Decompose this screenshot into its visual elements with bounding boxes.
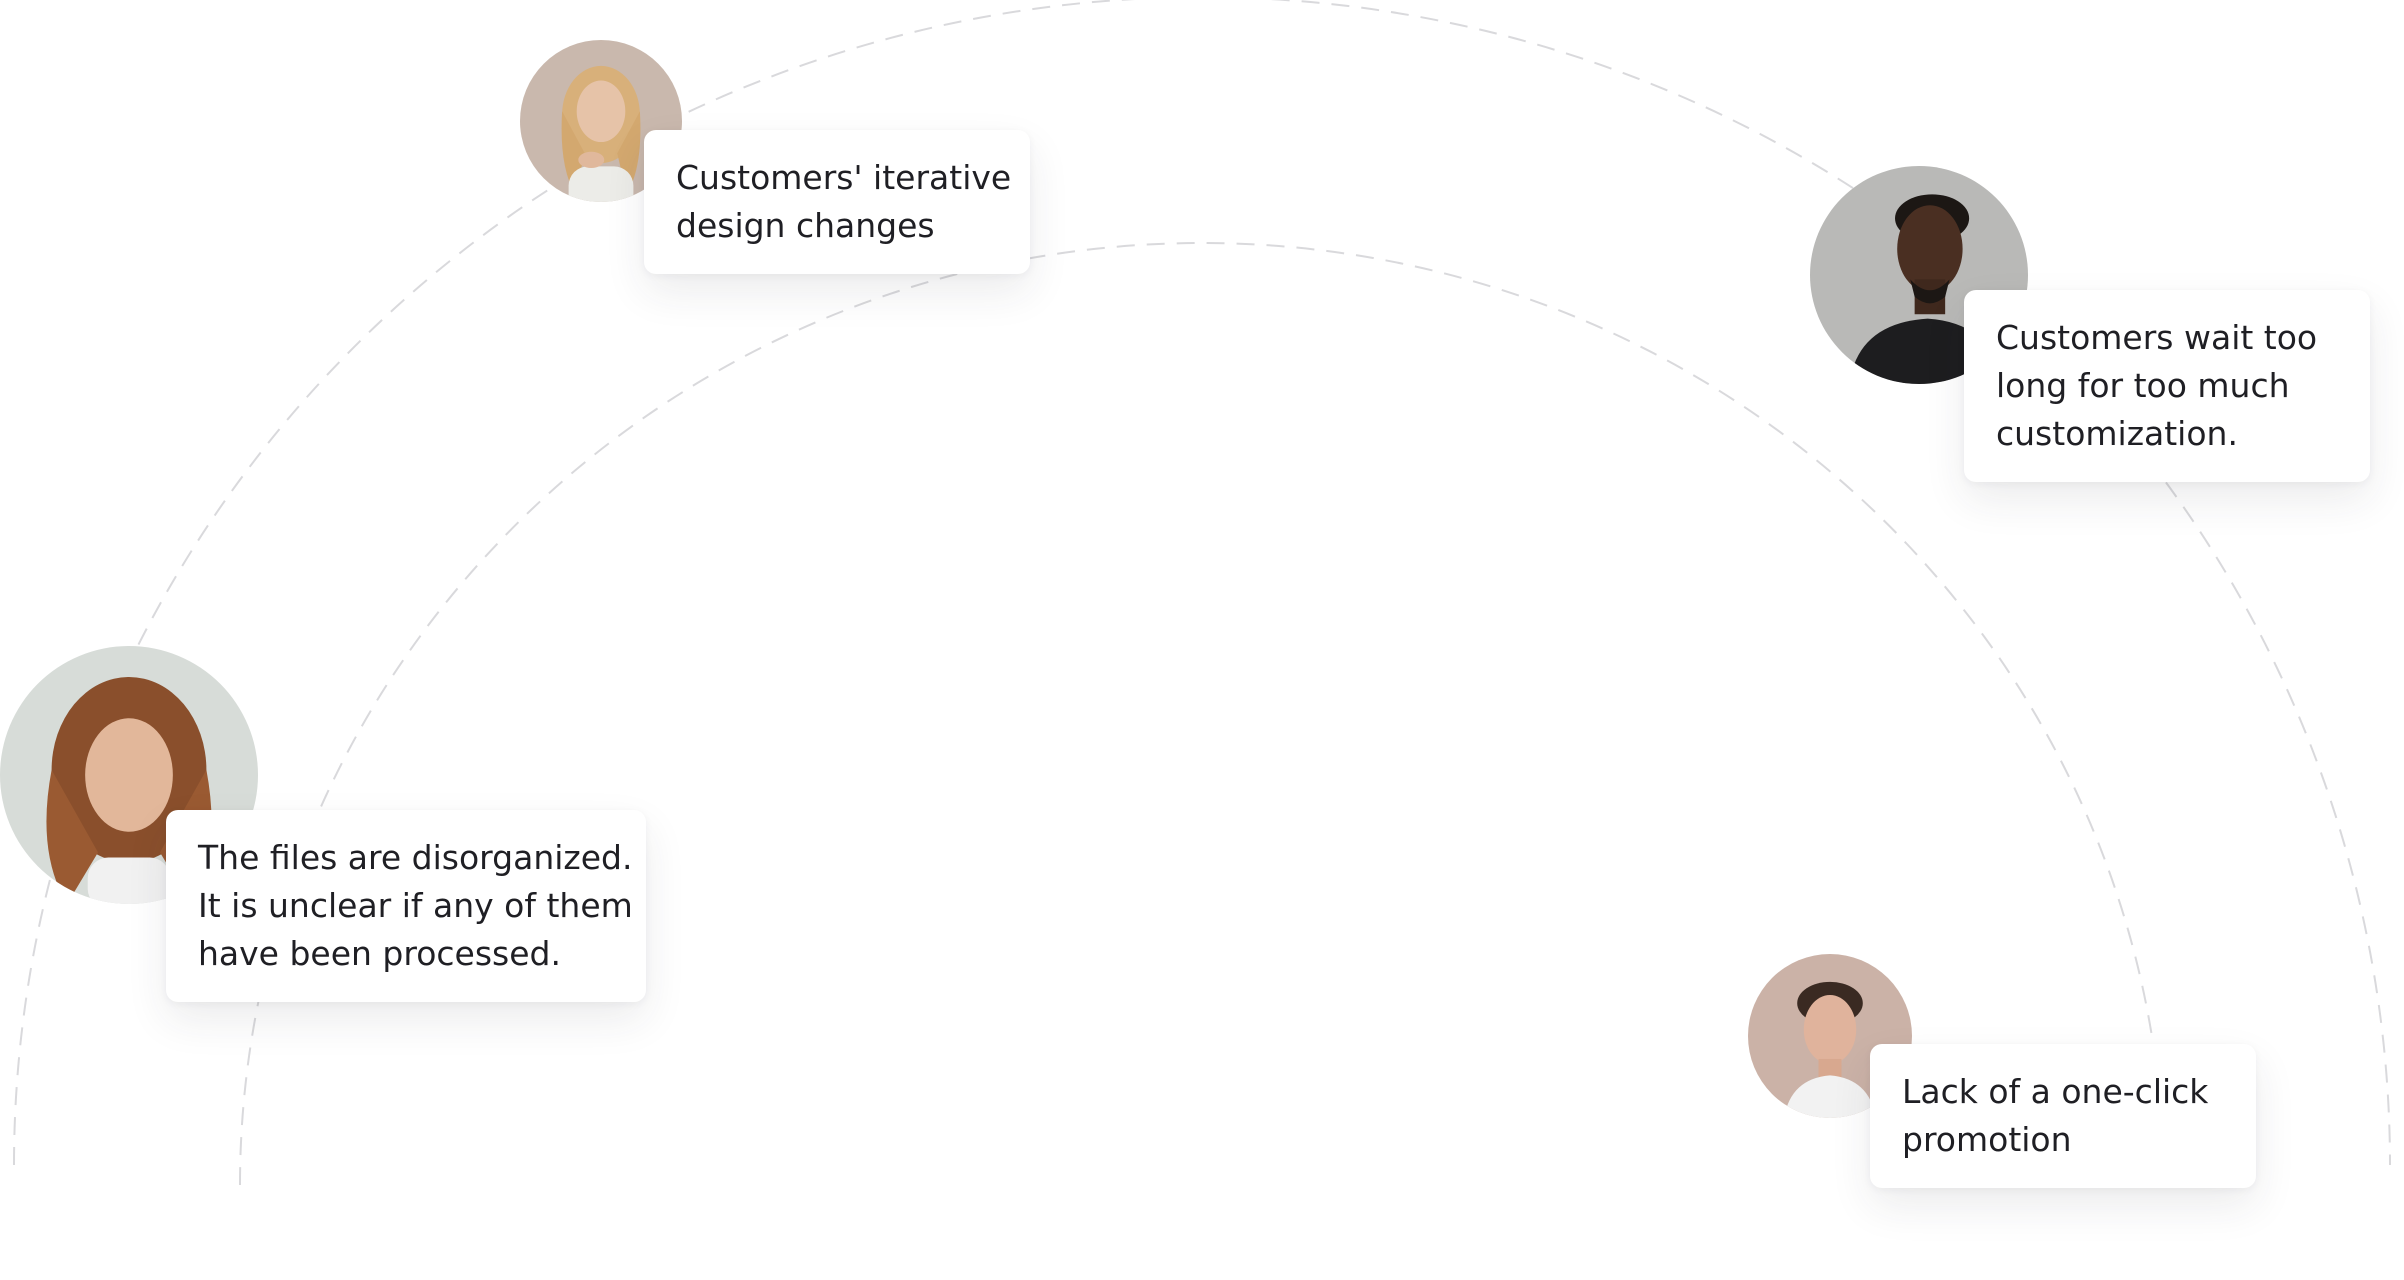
card-text-line: It is unclear if any of them [198, 886, 633, 925]
pain-point-card-4: Lack of a one-click promotion [1870, 1044, 2256, 1188]
card-text-line: promotion [1902, 1120, 2072, 1159]
pain-point-card-3: The files are disorganized. It is unclea… [166, 810, 646, 1002]
card-text-line: design changes [676, 206, 935, 245]
card-text-line: The files are disorganized. [198, 838, 633, 877]
outer-dashed-arc [13, 0, 2391, 1166]
pain-point-card-1: Customers' iterative design changes [644, 130, 1030, 274]
card-text-line: Lack of a one-click [1902, 1072, 2209, 1111]
avatar-man-dark-skin [1810, 166, 2028, 384]
card-text-line: customization. [1996, 414, 2238, 453]
card-text-line: long for too much [1996, 366, 2290, 405]
card-text-line: Customers wait too [1996, 318, 2318, 357]
card-text-line: Customers' iterative [676, 158, 1012, 197]
pain-point-card-2: Customers wait too long for too much cus… [1964, 290, 2370, 482]
card-text-line: have been processed. [198, 934, 561, 973]
